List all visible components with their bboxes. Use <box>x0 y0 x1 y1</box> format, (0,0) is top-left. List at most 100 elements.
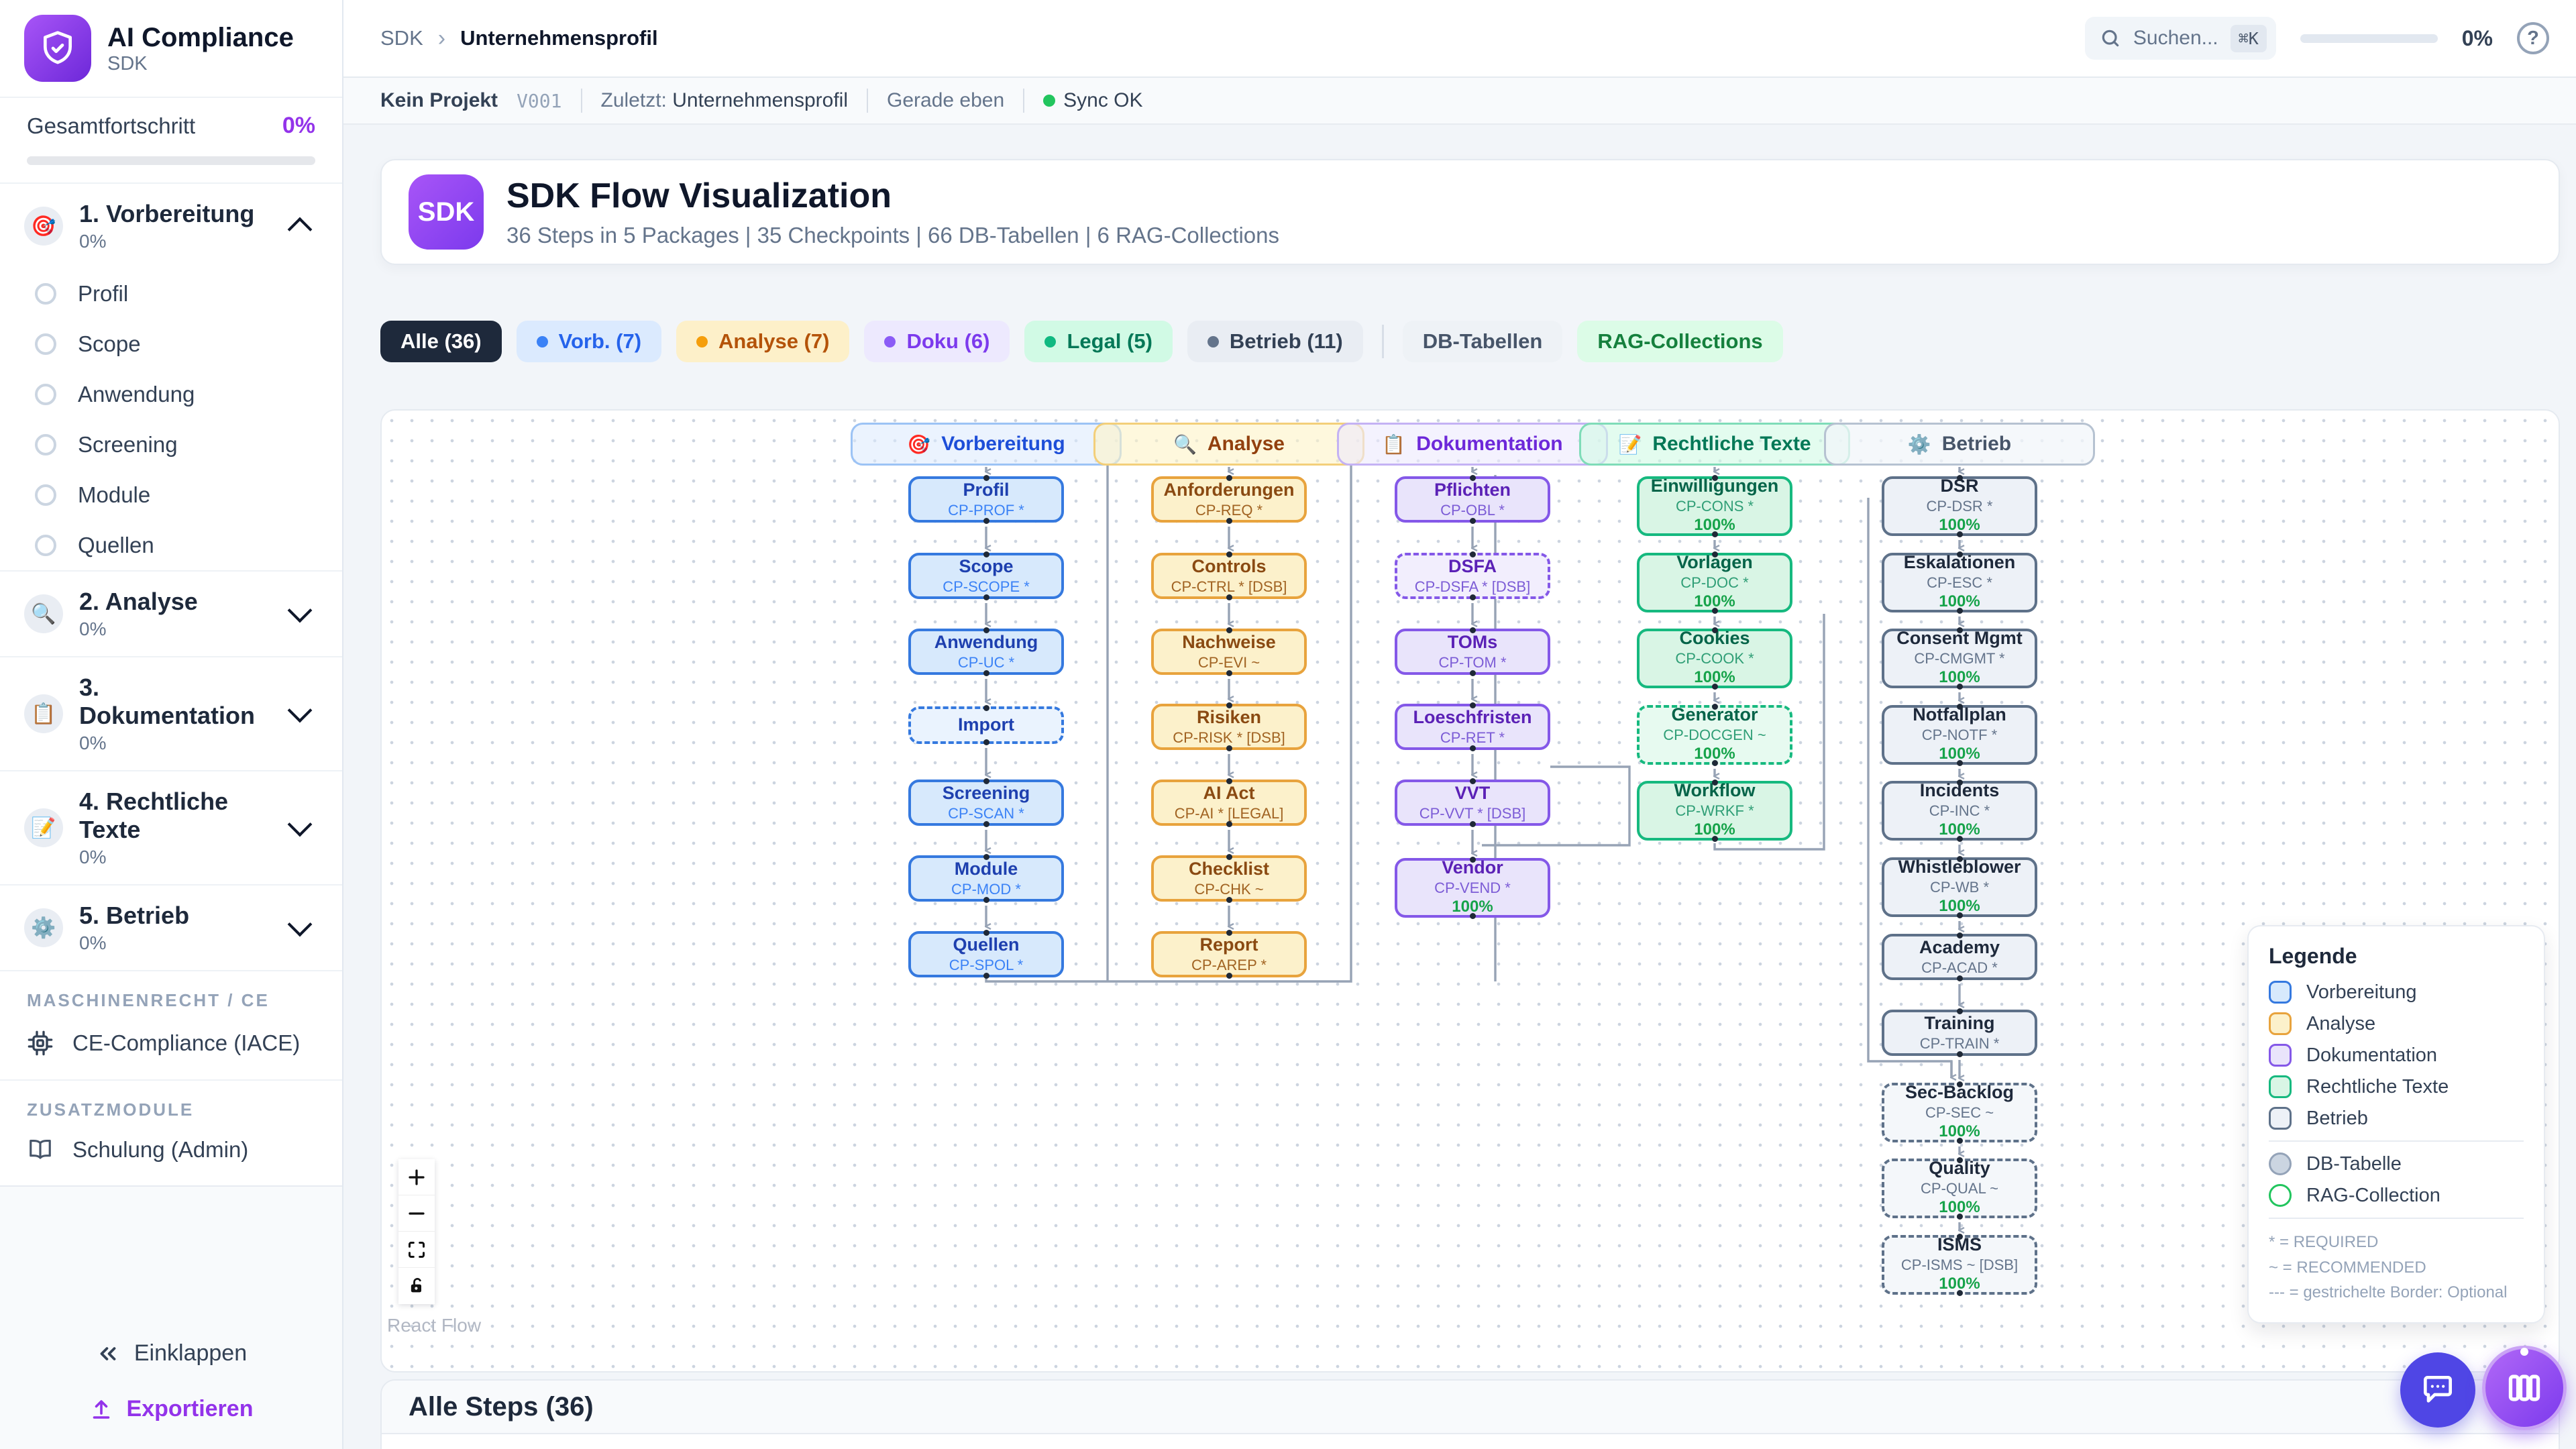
sidebar-item-label: Anwendung <box>78 381 195 407</box>
filter-chip-doku-6[interactable]: Doku (6) <box>864 321 1010 362</box>
collapse-sidebar-button[interactable]: Einklappen <box>95 1340 247 1366</box>
1-vorbereitung-icon: 🎯 <box>24 207 63 246</box>
filter-chip-label: Betrieb (11) <box>1229 329 1343 353</box>
fit-view-button[interactable] <box>398 1232 435 1268</box>
filter-chip-betrieb-11[interactable]: Betrieb (11) <box>1187 321 1363 362</box>
package-header-analyse[interactable]: 🔍Analyse <box>1093 423 1364 466</box>
sidebar-item-anwendung[interactable]: Anwendung <box>0 369 342 419</box>
filter-chip-label: RAG-Collections <box>1597 329 1763 353</box>
lock-toggle-button[interactable] <box>398 1268 435 1304</box>
2-analyse-icon: 🔍 <box>24 594 63 633</box>
flow-node-import[interactable]: Import <box>908 705 1064 745</box>
filter-chip-analyse-7[interactable]: Analyse (7) <box>676 321 850 362</box>
filter-chip-vorb-7[interactable]: Vorb. (7) <box>516 321 662 362</box>
sidebar-item-profil[interactable]: Profil <box>0 268 342 319</box>
sidebar-item-screening[interactable]: Screening <box>0 419 342 470</box>
filter-chip-rag-collections[interactable]: RAG-Collections <box>1577 321 1783 362</box>
sync-status: Sync OK <box>1063 89 1143 111</box>
node-code: CP-COOK * <box>1675 650 1754 667</box>
section-label: 1. Vorbereitung <box>79 200 255 227</box>
chat-fab-button[interactable] <box>2400 1352 2475 1428</box>
legend-item-vorbereitung: Vorbereitung <box>2269 981 2524 1004</box>
breadcrumb-root[interactable]: SDK <box>380 26 423 50</box>
package-header-rechtliche-texte[interactable]: 📝Rechtliche Texte <box>1579 423 1850 466</box>
project-status: Kein Projekt <box>380 89 498 111</box>
node-title: Screening <box>942 782 1030 803</box>
panel-toggle-fab-button[interactable] <box>2482 1346 2567 1430</box>
export-button[interactable]: Exportieren <box>89 1396 254 1422</box>
sidebar-item-quellen[interactable]: Quellen <box>0 520 342 570</box>
package-header-dokumentation[interactable]: 📋Dokumentation <box>1337 423 1608 466</box>
node-code: CP-TRAIN * <box>1919 1035 2000 1053</box>
sidebar-item-ce-compliance[interactable]: CE-Compliance (IACE) <box>0 1016 342 1070</box>
help-button[interactable]: ? <box>2517 22 2549 54</box>
filter-chip-alle-36[interactable]: Alle (36) <box>380 321 502 362</box>
node-code: CP-DOC * <box>1680 574 1749 592</box>
zoom-out-button[interactable] <box>398 1195 435 1232</box>
node-title: Workflow <box>1674 780 1756 800</box>
steps-panel-title: Alle Steps (36) <box>409 1391 594 1421</box>
package-header-vorbereitung[interactable]: 🎯Vorbereitung <box>851 423 1122 466</box>
sidebar-item-module[interactable]: Module <box>0 470 342 520</box>
node-title: Module <box>954 858 1018 879</box>
node-title: Notfallplan <box>1913 704 2006 724</box>
node-title: Controls <box>1191 555 1267 576</box>
filter-chip-legal-5[interactable]: Legal (5) <box>1024 321 1173 362</box>
search-input[interactable]: Suchen... ⌘K <box>2084 17 2276 60</box>
sidebar-item-schulung-admin[interactable]: Schulung (Admin) <box>0 1126 342 1174</box>
export-label: Exportieren <box>126 1396 254 1421</box>
sidebar-item-scope[interactable]: Scope <box>0 319 342 369</box>
package-header-betrieb[interactable]: ⚙️Betrieb <box>1824 423 2095 466</box>
node-title: Scope <box>959 555 1014 576</box>
zoom-in-button[interactable] <box>398 1159 435 1195</box>
node-title: Vorlagen <box>1676 551 1753 572</box>
chevron-down-icon <box>287 912 313 937</box>
legend-label: Betrieb <box>2306 1107 2368 1129</box>
vorbereitung-emoji-icon: 🎯 <box>907 433 931 455</box>
node-title: Report <box>1199 934 1258 955</box>
filter-chip-db-tabellen[interactable]: DB-Tabellen <box>1402 321 1563 362</box>
node-title: Vendor <box>1442 857 1503 877</box>
